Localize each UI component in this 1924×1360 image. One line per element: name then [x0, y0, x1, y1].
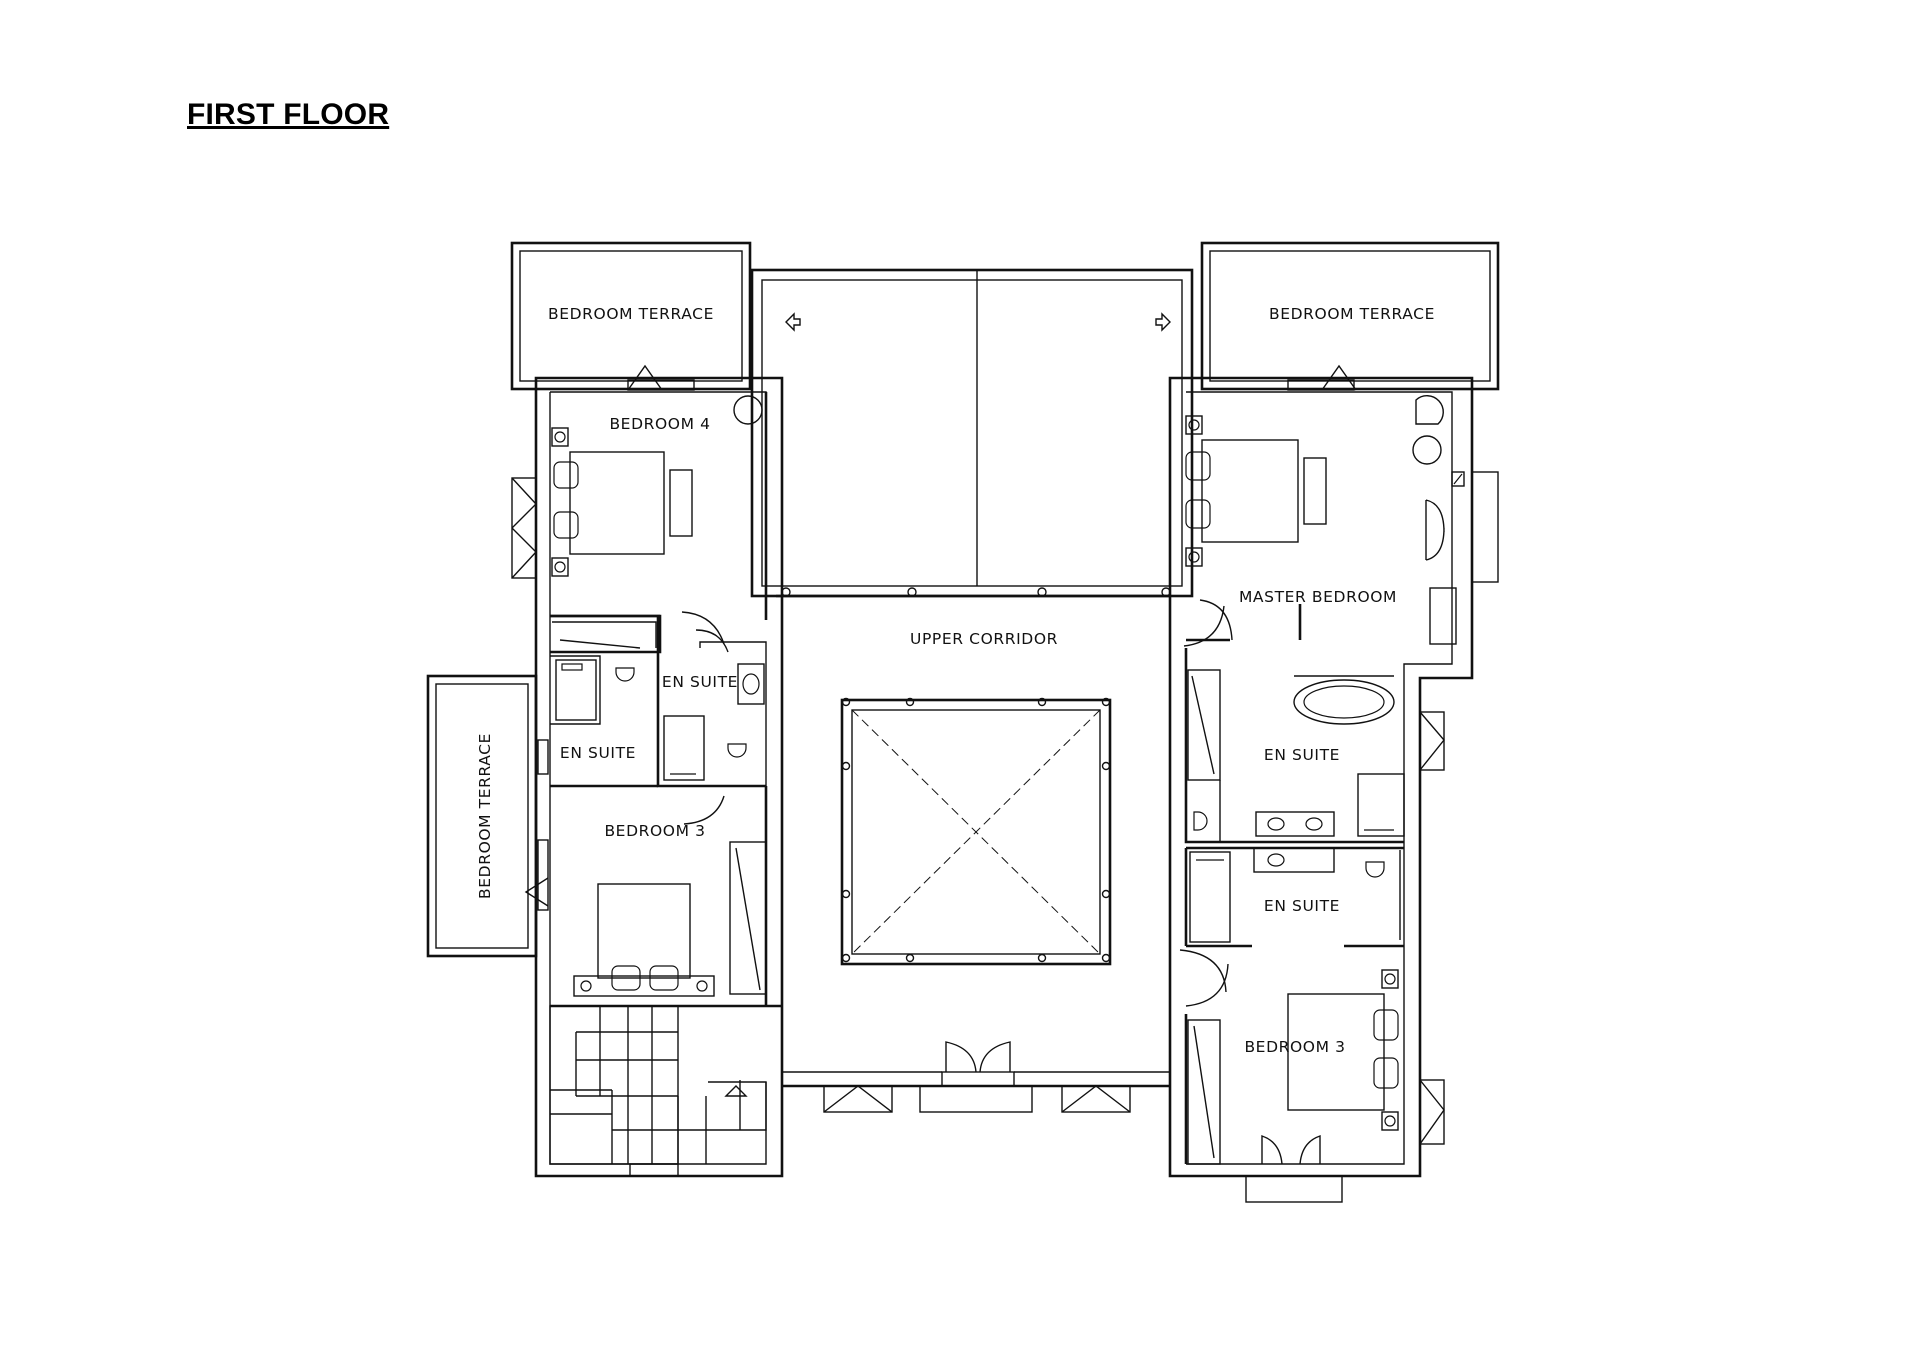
terrace-ne [1200, 241, 1500, 391]
west-ensuites [550, 614, 767, 788]
east-ensuite [1179, 846, 1404, 993]
atrium-void [840, 697, 1112, 966]
en-suite-d-label: EN SUITE [1264, 897, 1340, 915]
terrace-ne-label: BEDROOM TERRACE [1269, 305, 1435, 323]
door-swing [681, 611, 725, 645]
bedroom-4-label: BEDROOM 4 [609, 415, 710, 433]
bedroom-3-west-label: BEDROOM 3 [604, 822, 705, 840]
bedroom-3-west [550, 786, 782, 1008]
door-swing [1185, 963, 1229, 1007]
front-double-door[interactable] [941, 1041, 1015, 1087]
terrace-nw-label: BEDROOM TERRACE [548, 305, 714, 323]
terrace-w-label: BEDROOM TERRACE [476, 733, 494, 899]
roof-deck [750, 268, 1194, 598]
master-bedroom-label: MASTER BEDROOM [1239, 588, 1397, 606]
en-suite-c-label: EN SUITE [1264, 746, 1340, 764]
master-ensuite [1184, 648, 1405, 844]
staircase [549, 1005, 767, 1165]
exterior-walls [534, 376, 1474, 1178]
door-swing [1183, 605, 1225, 647]
master-bedroom [1185, 395, 1465, 645]
side-windows [511, 471, 1499, 1203]
bedroom-3-east [1184, 969, 1399, 1165]
upper-corridor-label: UPPER CORRIDOR [910, 630, 1058, 648]
arrow-left-icon [785, 312, 801, 332]
page-title: FIRST FLOOR [187, 98, 390, 131]
arrow-right-icon [1155, 312, 1171, 332]
en-suite-a-label: EN SUITE [662, 673, 738, 691]
door-swing [683, 795, 725, 825]
en-suite-b-label: EN SUITE [560, 744, 636, 762]
bedroom-3-east-label: BEDROOM 3 [1244, 1038, 1345, 1056]
terrace-nw [510, 241, 752, 391]
